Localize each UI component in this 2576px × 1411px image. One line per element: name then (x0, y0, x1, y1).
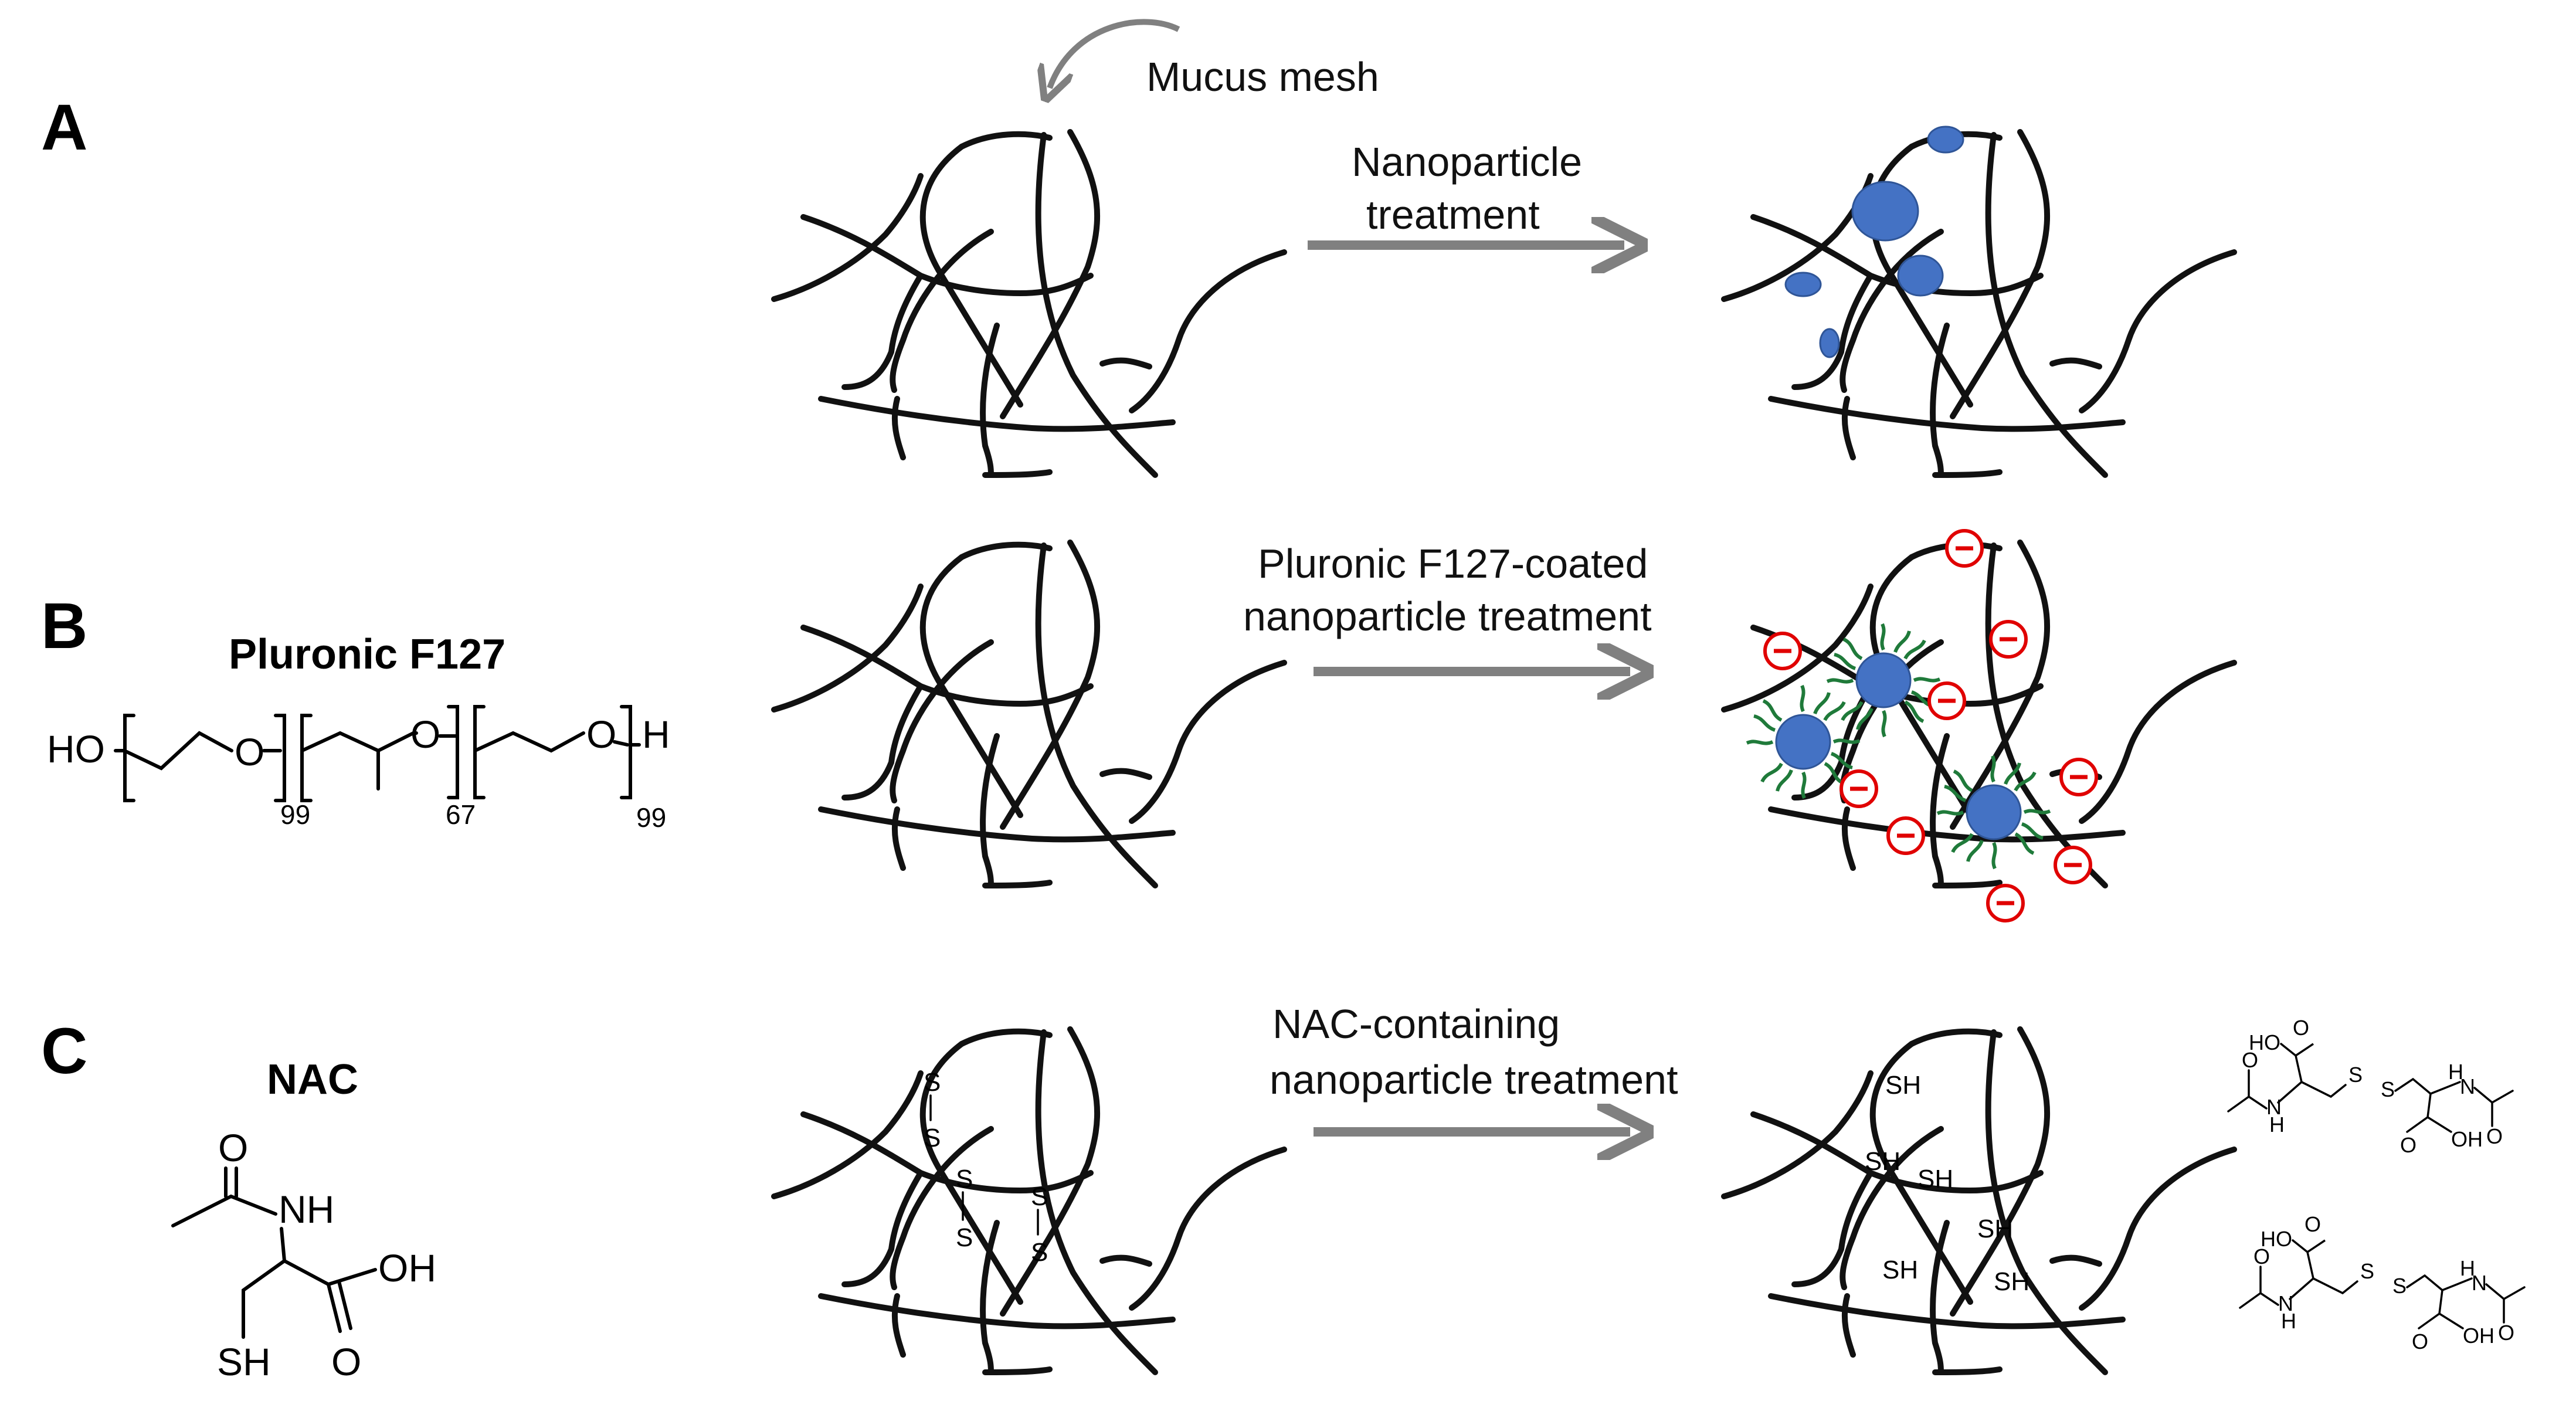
svg-text:O: O (2498, 1321, 2514, 1345)
nanoparticle (1819, 328, 1840, 358)
nac-sh: SH (217, 1340, 271, 1383)
svg-text:S: S (956, 1223, 973, 1252)
panel-b-step-line-1: Pluronic F127-coated (1258, 541, 1648, 586)
nac-oh: OH (378, 1246, 436, 1290)
pluronic-f127-title: Pluronic F127 (229, 631, 505, 678)
mucus-mesh-b-after (1724, 531, 2234, 921)
pluronic-f127-structure: HO O 99 O 67 O H 99 (47, 705, 670, 833)
thiol-label: SH (1977, 1215, 2013, 1243)
svg-text:S: S (924, 1124, 941, 1152)
mucus-mesh-c-after: SH SH SH SH SH SH (1724, 1029, 2234, 1372)
nanoparticle (1897, 255, 1944, 297)
mucus-mesh-a-before (774, 132, 1284, 475)
negative-charge-icon (1841, 771, 1876, 806)
negative-charge-icon (1765, 633, 1800, 669)
panel-a-step-line-2: treatment (1366, 192, 1540, 238)
svg-text:H: H (2448, 1060, 2463, 1084)
negative-charge-icon (1947, 531, 1982, 566)
formula-ho: HO (47, 727, 105, 771)
svg-text:H: H (2460, 1256, 2475, 1280)
formula-o-3: O (586, 713, 616, 756)
thiol-label: SH (1885, 1071, 1921, 1100)
formula-n-67: 67 (446, 799, 476, 830)
svg-text:HO: HO (2261, 1227, 2292, 1251)
negative-charge-icon (1988, 886, 2023, 921)
disulfide-bond: S S (956, 1165, 973, 1252)
thiol-label: SH (1882, 1256, 1918, 1284)
svg-text:S: S (924, 1068, 941, 1097)
disulfide-bond: S S (1031, 1182, 1048, 1267)
formula-h: H (642, 713, 670, 756)
svg-text:S: S (956, 1165, 973, 1193)
panel-a: A Mucus mesh Nanoparticle treatment (41, 19, 2234, 475)
disulfide-bond: S S (924, 1068, 941, 1152)
svg-text:H: H (2269, 1112, 2285, 1137)
nac-dimer-structure-1: HO O N H O S S H N O O OH (2227, 1016, 2514, 1157)
coated-nanoparticle (1937, 756, 2050, 869)
mucus-mesh-label: Mucus mesh (1146, 54, 1379, 100)
svg-text:N: N (2460, 1074, 2475, 1098)
coated-nanoparticle (1827, 624, 1940, 737)
svg-text:O: O (2293, 1016, 2309, 1040)
nac-o-2: O (331, 1340, 361, 1383)
panel-b: B Pluronic F127 HO O 99 O 67 O H 99 Plur… (41, 531, 2234, 921)
svg-text:S: S (2360, 1259, 2374, 1283)
svg-text:O: O (2242, 1048, 2258, 1072)
nac-o: O (218, 1126, 248, 1169)
formula-n-99-2: 99 (636, 802, 666, 833)
negative-charge-icon (2061, 759, 2096, 795)
panel-b-letter: B (41, 590, 87, 662)
svg-text:OH: OH (2463, 1324, 2494, 1348)
nac-nh: NH (279, 1188, 334, 1231)
svg-text:O: O (2253, 1244, 2270, 1268)
panel-c: C NAC O NH OH O SH S S S S (41, 1001, 2526, 1383)
svg-text:N: N (2266, 1095, 2282, 1119)
formula-o-2: O (410, 713, 440, 756)
negative-charge-icon (2055, 847, 2090, 883)
panel-c-step-line-1: NAC-containing (1272, 1001, 1560, 1047)
negative-charge-icon (1991, 622, 2026, 657)
nanoparticle (1784, 272, 1822, 297)
svg-text:O: O (2305, 1212, 2321, 1236)
svg-text:HO: HO (2249, 1030, 2280, 1054)
svg-text:OH: OH (2451, 1127, 2483, 1151)
negative-charge-icon (1929, 683, 1964, 718)
panel-c-letter: C (41, 1015, 87, 1087)
negative-charge-icon (1888, 818, 1923, 853)
svg-text:S: S (1031, 1238, 1048, 1267)
nanoparticle (1851, 181, 1919, 242)
svg-text:S: S (2381, 1077, 2395, 1101)
svg-text:H: H (2281, 1309, 2296, 1333)
svg-text:S: S (1031, 1182, 1048, 1211)
mucus-mesh-b-before (774, 542, 1284, 886)
panel-c-step-line-2: nanoparticle treatment (1270, 1057, 1678, 1103)
svg-text:O: O (2400, 1133, 2417, 1157)
thiol-label: SH (1917, 1165, 1953, 1193)
panel-a-letter: A (41, 91, 87, 164)
panel-b-step-line-2: nanoparticle treatment (1243, 593, 1652, 639)
nac-title: NAC (267, 1056, 358, 1103)
formula-o-1: O (235, 730, 264, 774)
svg-text:S: S (2348, 1063, 2363, 1087)
svg-text:S: S (2392, 1274, 2407, 1298)
thiol-label: SH (1865, 1147, 1900, 1176)
nac-structure: O NH OH O SH (171, 1126, 436, 1383)
formula-n-99-1: 99 (280, 799, 310, 830)
svg-text:O: O (2412, 1329, 2428, 1354)
thiol-label: SH (1994, 1267, 2029, 1296)
nanoparticle (1927, 126, 1964, 154)
svg-text:O: O (2486, 1124, 2503, 1148)
svg-text:N: N (2278, 1291, 2293, 1315)
mucus-mesh-c-before: S S S S S S (774, 1029, 1284, 1372)
mucus-mesh-a-after (1724, 126, 2234, 475)
svg-text:N: N (2472, 1271, 2487, 1295)
nac-dimer-structure-2: HO O N H O S S H N O O OH (2239, 1212, 2526, 1354)
panel-a-step-line-1: Nanoparticle (1352, 139, 1582, 185)
mucus-mesh-pointer-arrow (1050, 19, 1180, 88)
